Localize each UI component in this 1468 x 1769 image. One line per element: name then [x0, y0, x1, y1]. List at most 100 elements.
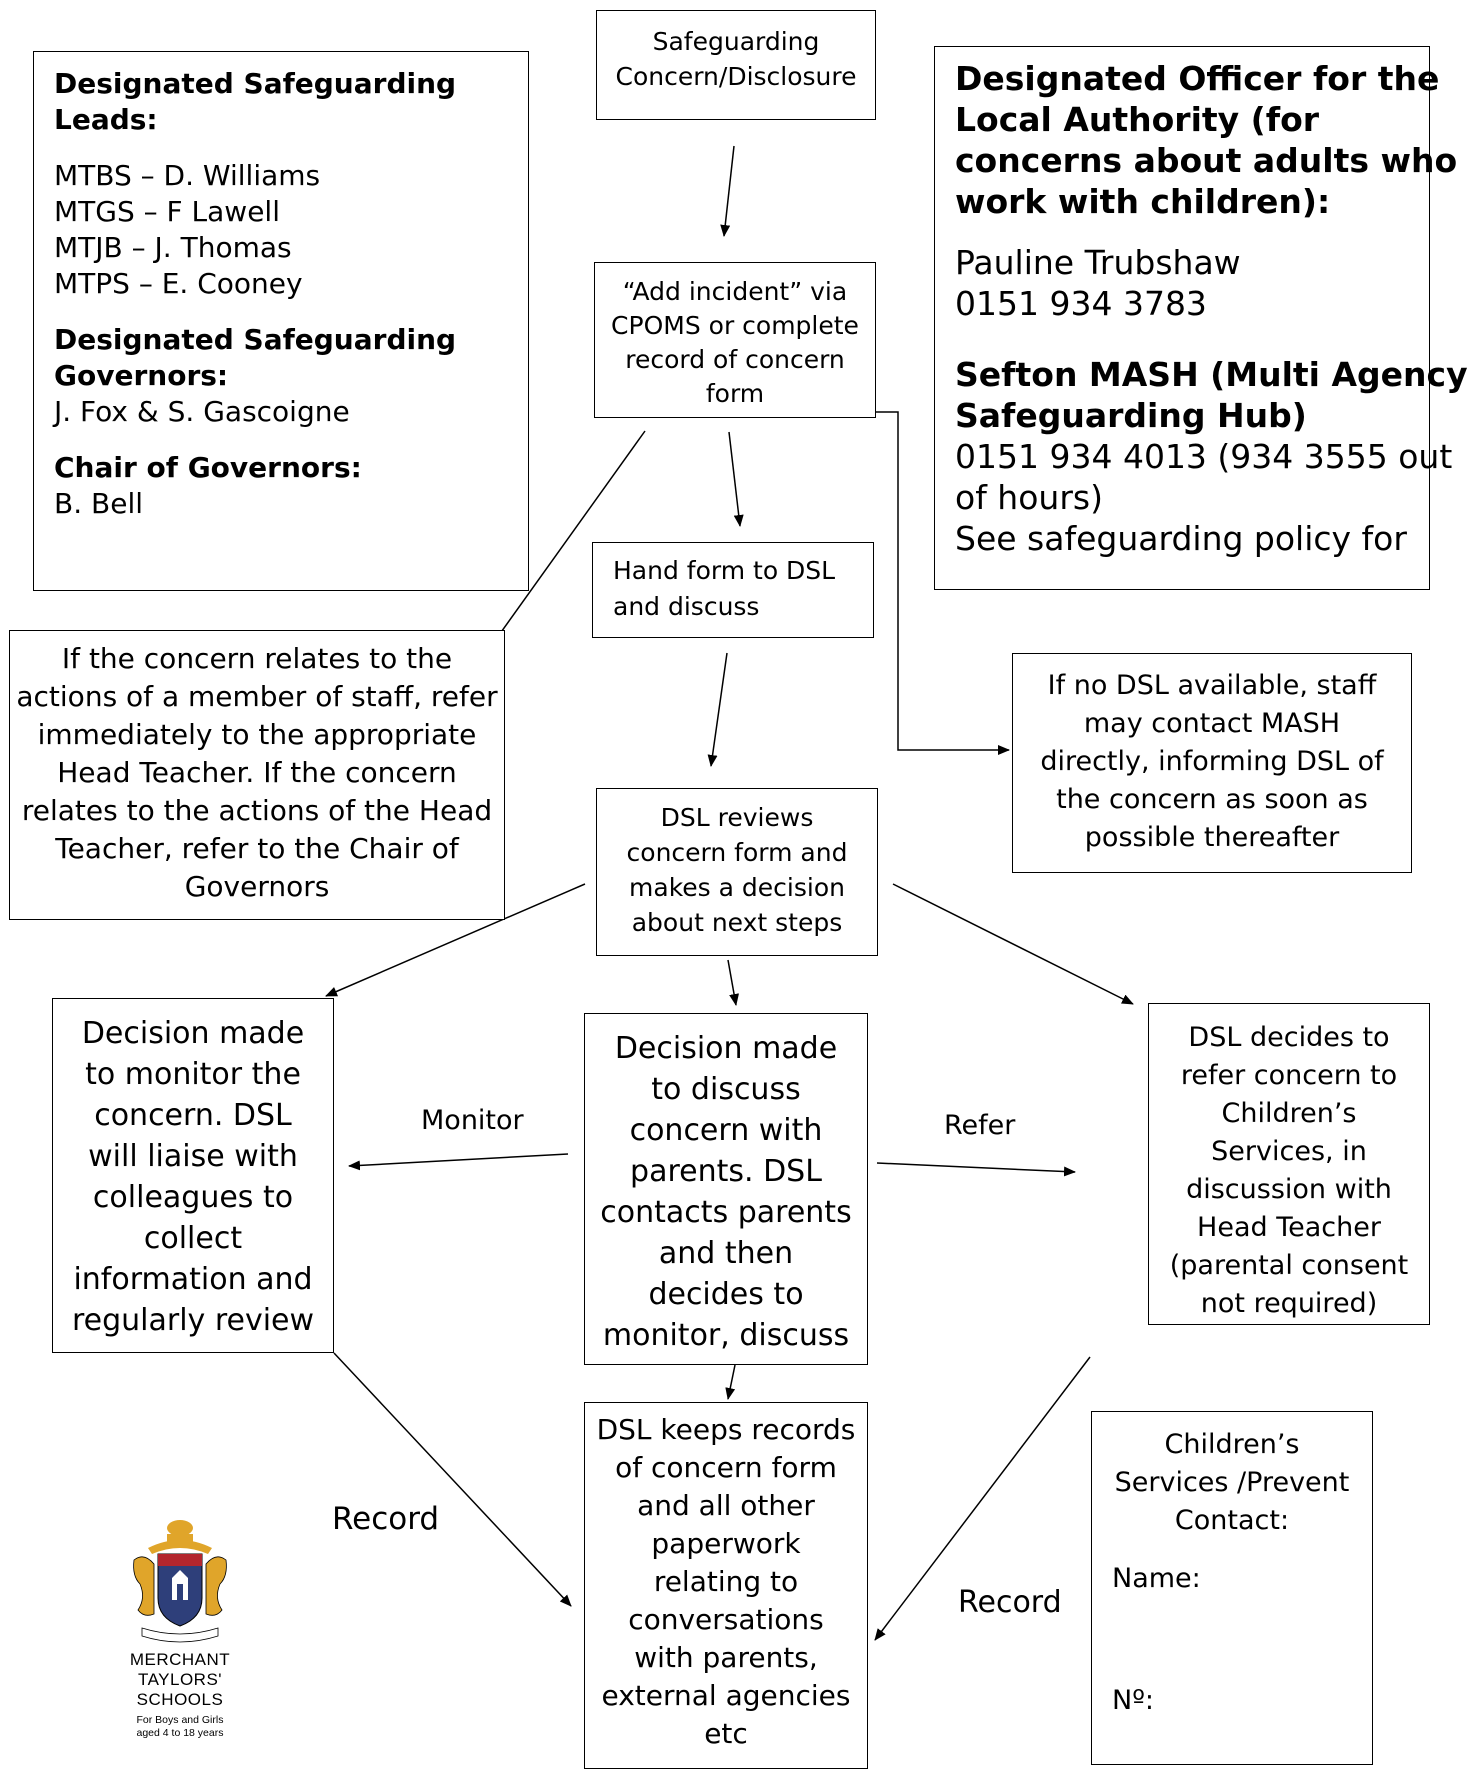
- discuss-line-7: decides to: [648, 1277, 804, 1312]
- governors-names: J. Fox & S. Gascoigne: [54, 395, 350, 428]
- mash-line-3: See safeguarding policy for: [955, 519, 1407, 558]
- discuss-line-2: to discuss: [651, 1072, 801, 1107]
- records-line-2: of concern form: [615, 1451, 837, 1484]
- mash-heading-2: Safeguarding Hub): [955, 396, 1307, 435]
- monitor-line-2: to monitor the: [85, 1057, 301, 1092]
- lead-mtjb: MTJB – J. Thomas: [54, 231, 292, 264]
- staff-concern-box: If the concern relates to the actions of…: [9, 630, 505, 920]
- governors-heading-1: Designated Safeguarding: [54, 323, 457, 356]
- cs-heading-3: Contact:: [1174, 1505, 1290, 1536]
- monitor-line-8: regularly review: [71, 1303, 315, 1338]
- records-box: DSL keeps records of concern form and al…: [584, 1402, 868, 1769]
- arrow-start-to-add: [720, 145, 735, 237]
- refer-decision-box: DSL decides to refer concern to Children…: [1148, 1003, 1430, 1325]
- lado-contact-phone: 0151 934 3783: [955, 284, 1207, 323]
- monitor-line-6: collect: [143, 1221, 243, 1256]
- lado-heading-1: Designated Officer for the: [955, 59, 1440, 98]
- records-line-1: DSL keeps records: [596, 1413, 856, 1446]
- review-line-4: about next steps: [631, 908, 843, 937]
- discuss-line-5: contacts parents: [600, 1195, 852, 1230]
- staff-line-7: Governors: [184, 870, 330, 903]
- refer-line-3: Children’s: [1221, 1098, 1357, 1129]
- discuss-line-8: monitor, discuss: [602, 1318, 850, 1353]
- mash-line-1: 0151 934 4013 (934 3555 out: [955, 437, 1453, 476]
- logo-tagline-1: For Boys and Girls: [136, 1714, 224, 1726]
- staff-line-1: If the concern relates to the: [61, 642, 453, 675]
- staff-line-3: immediately to the appropriate: [37, 718, 477, 751]
- leads-heading-1: Designated Safeguarding: [54, 67, 457, 100]
- arrow-discuss-to-records: [725, 1364, 736, 1400]
- lado-heading-4: work with children):: [955, 182, 1331, 221]
- nodsl-line-2: may contact MASH: [1083, 708, 1341, 739]
- refer-line-8: not required): [1200, 1288, 1378, 1319]
- chair-name: B. Bell: [54, 487, 144, 520]
- arrow-monitor-to-records: [333, 1352, 572, 1607]
- add-line-1: “Add incident” via: [622, 277, 848, 306]
- cs-number-label: Nº:: [1112, 1685, 1155, 1716]
- arrow-review-to-discuss: [727, 959, 739, 1006]
- chair-heading: Chair of Governors:: [54, 451, 362, 484]
- monitor-line-5: colleagues to: [92, 1180, 294, 1215]
- records-line-8: external agencies: [601, 1679, 851, 1712]
- logo-name-2: TAYLORS': [137, 1670, 223, 1689]
- discuss-decision-box: Decision made to discuss concern with pa…: [584, 1013, 868, 1365]
- governors-heading-2: Governors:: [54, 359, 229, 392]
- cs-name-label: Name:: [1112, 1563, 1201, 1594]
- staff-line-5: relates to the actions of the Head: [21, 794, 493, 827]
- school-crest-icon: [133, 1520, 227, 1643]
- logo-name-3: SCHOOLS: [136, 1690, 224, 1709]
- review-line-1: DSL reviews: [660, 803, 814, 832]
- start-line-1: Safeguarding: [652, 27, 820, 56]
- nodsl-line-4: the concern as soon as: [1056, 784, 1368, 815]
- arrow-add-to-staff-box: [493, 430, 646, 643]
- cs-heading-2: Services /Prevent: [1114, 1467, 1350, 1498]
- nodsl-line-1: If no DSL available, staff: [1047, 670, 1377, 701]
- school-logo: MERCHANT TAYLORS' SCHOOLS For Boys and G…: [100, 1518, 260, 1740]
- nodsl-line-3: directly, informing DSL of: [1040, 746, 1384, 777]
- record-left-arrow-label: Record: [332, 1501, 440, 1537]
- lead-mtgs: MTGS – F Lawell: [54, 195, 280, 228]
- refer-line-4: Services, in: [1211, 1136, 1367, 1167]
- local-authority-officer-panel: Designated Officer for the Local Authori…: [934, 46, 1468, 590]
- leads-heading-2: Leads:: [54, 103, 158, 136]
- mash-line-2: of hours): [955, 478, 1103, 517]
- discuss-line-4: parents. DSL: [630, 1154, 822, 1189]
- lead-mtbs: MTBS – D. Williams: [54, 159, 321, 192]
- lado-heading-3: concerns about adults who: [955, 141, 1458, 180]
- add-line-4: form: [705, 379, 765, 408]
- arrow-review-to-refer: [892, 883, 1134, 1005]
- discuss-line-6: and then: [658, 1236, 794, 1271]
- records-line-3: and all other: [637, 1489, 815, 1522]
- staff-line-6: Teacher, refer to the Chair of: [55, 832, 459, 865]
- arrow-add-to-hand: [728, 431, 744, 527]
- records-line-4: paperwork: [651, 1527, 801, 1560]
- start-line-2: Concern/Disclosure: [615, 62, 857, 91]
- add-line-2: CPOMS or complete: [611, 311, 859, 340]
- dsl-review-box: DSL reviews concern form and makes a dec…: [596, 788, 878, 956]
- discuss-line-1: Decision made: [614, 1031, 838, 1066]
- designated-safeguarding-panel: Designated Safeguarding Leads: MTBS – D.…: [33, 51, 529, 591]
- review-line-2: concern form and: [626, 838, 848, 867]
- hand-form-box: Hand form to DSL and discuss: [592, 542, 874, 638]
- refer-line-1: DSL decides to: [1188, 1022, 1390, 1053]
- hand-line-1: Hand form to DSL: [613, 556, 836, 585]
- monitor-line-1: Decision made: [81, 1016, 305, 1051]
- arrow-hand-to-review: [707, 652, 728, 767]
- logo-tagline-2: aged 4 to 18 years: [136, 1727, 224, 1739]
- arrow-review-to-monitor: [325, 883, 586, 997]
- hand-line-2: and discuss: [613, 592, 760, 621]
- arrow-discuss-to-refer: [876, 1162, 1076, 1177]
- childrens-services-contact-box: Children’s Services /Prevent Contact: Na…: [1091, 1411, 1373, 1765]
- staff-line-4: Head Teacher. If the concern: [57, 756, 457, 789]
- monitor-line-4: will liaise with: [88, 1139, 298, 1174]
- cs-heading-1: Children’s: [1164, 1429, 1300, 1460]
- monitor-line-7: information and: [73, 1262, 313, 1297]
- records-line-9: etc: [704, 1717, 748, 1750]
- refer-line-6: Head Teacher: [1197, 1212, 1381, 1243]
- records-line-6: conversations: [628, 1603, 824, 1636]
- lado-heading-2: Local Authority (for: [955, 100, 1320, 139]
- lead-mtps: MTPS – E. Cooney: [54, 267, 303, 300]
- logo-name-1: MERCHANT: [129, 1650, 231, 1669]
- refer-line-5: discussion with: [1186, 1174, 1392, 1205]
